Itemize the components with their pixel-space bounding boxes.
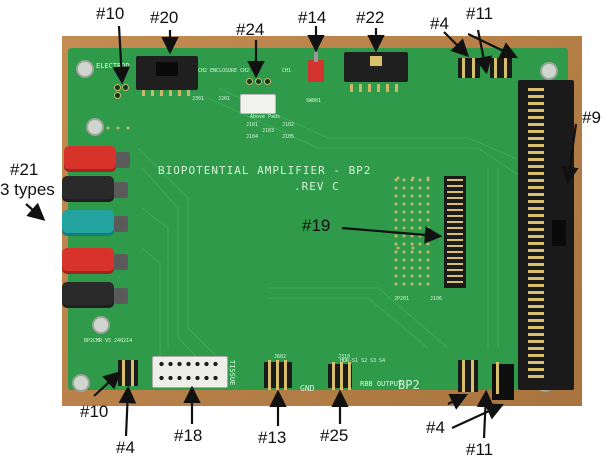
connector-24 bbox=[240, 94, 276, 114]
callout-21: #21 bbox=[10, 160, 39, 179]
header-4-top-pin bbox=[462, 58, 465, 78]
label-electrode: ELECTROD bbox=[96, 62, 130, 70]
arrow-11-top-a bbox=[474, 29, 493, 75]
label-sw801: SW801 bbox=[306, 98, 322, 104]
arrow-11-bottom-a bbox=[451, 403, 504, 429]
jack-red-1[interactable] bbox=[64, 146, 130, 172]
standoff-bottom-left bbox=[72, 374, 90, 392]
callout-10-bottom: #10 bbox=[80, 402, 109, 421]
label-j602: J602 bbox=[274, 354, 287, 360]
callout-4-bottom-left: #4 bbox=[116, 438, 135, 457]
arrow-10-top bbox=[112, 25, 131, 85]
label-j103: J103 bbox=[262, 128, 275, 134]
board-revision: .REV C bbox=[294, 180, 340, 193]
label-ch1: CH1 bbox=[282, 68, 292, 74]
ic-socket-18 bbox=[152, 356, 228, 388]
jack-teal[interactable] bbox=[62, 210, 128, 236]
switch-14 bbox=[308, 60, 324, 82]
pcb-board bbox=[68, 48, 568, 390]
standoff-top-left bbox=[76, 60, 94, 78]
callout-9: #9 bbox=[582, 108, 601, 127]
label-j301: J301 bbox=[192, 96, 205, 102]
label-j201: J201 bbox=[218, 96, 231, 102]
label-hdr: HDR-S1 S2 S3 S4 bbox=[340, 358, 386, 364]
label-j104: J104 bbox=[246, 134, 259, 140]
jack-black-1[interactable] bbox=[62, 176, 128, 202]
label-enclosure: CH2 ENCLOSURE CH2 bbox=[198, 68, 250, 74]
callout-10-top: #10 bbox=[96, 4, 125, 23]
callout-14: #14 bbox=[298, 8, 327, 27]
label-rbb-output: RBB OUTPUT bbox=[360, 380, 403, 388]
label-gnd: GND bbox=[300, 384, 315, 393]
arrow-11-top-b bbox=[467, 33, 518, 59]
electrode-pin-2 bbox=[122, 84, 129, 91]
callout-24: #24 bbox=[236, 20, 265, 39]
callout-20: #20 bbox=[150, 8, 179, 27]
arrow-11-bottom-b bbox=[476, 389, 495, 439]
arrow-4-bottom-left bbox=[118, 385, 137, 437]
electrode-pin-3 bbox=[114, 92, 121, 99]
callout-4-bottom-right: #4 bbox=[426, 418, 445, 437]
header-19 bbox=[444, 176, 466, 288]
electrode-pin-1 bbox=[114, 84, 121, 91]
label-j101: J101 bbox=[246, 122, 259, 128]
arrow-19 bbox=[341, 226, 443, 244]
label-j106: J106 bbox=[430, 296, 443, 302]
label-jp201: JP201 bbox=[394, 296, 410, 302]
label-corner: BP2CMR V5 240214 bbox=[84, 338, 133, 344]
arrow-9 bbox=[561, 123, 579, 185]
standoff-left-mid bbox=[86, 118, 104, 136]
label-above-pads: Above Pads bbox=[250, 114, 281, 120]
label-j102: J102 bbox=[282, 122, 295, 128]
connector-22-pins bbox=[350, 84, 402, 92]
jack-red-2[interactable] bbox=[62, 248, 128, 274]
switch-14-lever bbox=[314, 52, 318, 62]
standoff-left-low bbox=[92, 316, 110, 334]
connector-22 bbox=[344, 52, 408, 82]
callout-22: #22 bbox=[356, 8, 385, 27]
callout-4-top: #4 bbox=[430, 14, 449, 33]
jack-black-2[interactable] bbox=[62, 282, 128, 308]
callout-13: #13 bbox=[258, 428, 287, 447]
label-j105: J105 bbox=[282, 134, 295, 140]
callout-11-bottom: #11 bbox=[466, 440, 494, 459]
connector-9 bbox=[518, 80, 574, 390]
connector-24-pins bbox=[246, 78, 271, 92]
standoff-top-right bbox=[540, 62, 558, 80]
arrow-10-bottom bbox=[93, 371, 122, 397]
label-bp2: BP2 bbox=[398, 378, 420, 392]
connector-20-pins bbox=[142, 90, 192, 96]
callout-21-sub: 3 types bbox=[0, 180, 55, 199]
callout-18: #18 bbox=[174, 426, 203, 445]
arrow-4-bottom-right bbox=[447, 394, 468, 410]
label-j310: J310 bbox=[338, 354, 351, 360]
arrow-21 bbox=[25, 202, 46, 221]
callout-19: #19 bbox=[302, 216, 331, 235]
callout-11-top: #11 bbox=[466, 4, 494, 23]
board-title: BIOPOTENTIAL AMPLIFIER - BP2 bbox=[158, 164, 372, 177]
callout-25: #25 bbox=[320, 426, 349, 445]
arrow-4-top bbox=[443, 31, 470, 58]
connector-20 bbox=[136, 56, 198, 90]
